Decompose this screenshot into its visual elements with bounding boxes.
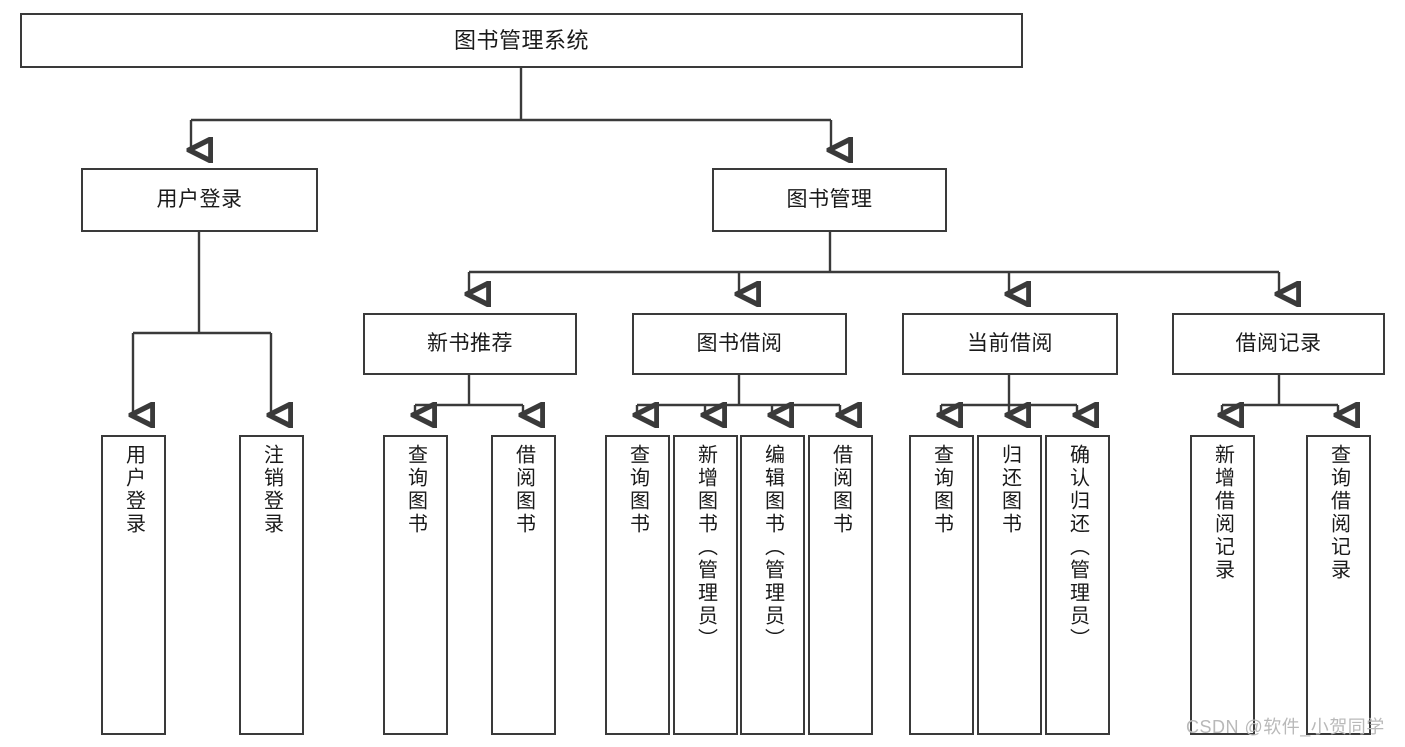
node-label: 借阅图书	[829, 444, 852, 536]
node-book-borrow[interactable]: 图书借阅	[632, 313, 847, 375]
node-borrow-record[interactable]: 借阅记录	[1172, 313, 1385, 375]
node-label: 查询图书	[626, 444, 649, 536]
node-label: 新增图书（管理员）	[694, 444, 717, 651]
node-user-login[interactable]: 用户登录	[81, 168, 318, 232]
node-leaf-query-book-3[interactable]: 查询图书	[909, 435, 974, 735]
node-label: 注销登录	[260, 444, 283, 536]
node-leaf-edit-book[interactable]: 编辑图书（管理员）	[740, 435, 805, 735]
node-leaf-confirm-return[interactable]: 确认归还（管理员）	[1045, 435, 1110, 735]
node-new-book-recommend[interactable]: 新书推荐	[363, 313, 577, 375]
node-leaf-add-record[interactable]: 新增借阅记录	[1190, 435, 1255, 735]
node-label: 图书管理系统	[453, 27, 589, 53]
node-label: 归还图书	[998, 444, 1021, 536]
node-leaf-query-book-1[interactable]: 查询图书	[383, 435, 448, 735]
node-root-system[interactable]: 图书管理系统	[20, 13, 1023, 68]
csdn-watermark: CSDN @软件_小贺同学	[1186, 717, 1385, 737]
node-label: 编辑图书（管理员）	[761, 444, 784, 651]
node-label: 新书推荐	[427, 331, 513, 355]
node-leaf-borrow-book-2[interactable]: 借阅图书	[808, 435, 873, 735]
node-label: 确认归还（管理员）	[1066, 444, 1089, 651]
node-leaf-borrow-book-1[interactable]: 借阅图书	[491, 435, 556, 735]
node-label: 借阅记录	[1235, 331, 1322, 355]
node-leaf-query-book-2[interactable]: 查询图书	[605, 435, 670, 735]
node-book-manage[interactable]: 图书管理	[712, 168, 947, 232]
node-label: 图书管理	[786, 187, 873, 211]
node-label: 新增借阅记录	[1211, 444, 1234, 582]
node-label: 当前借阅	[967, 331, 1053, 355]
node-label: 查询图书	[930, 444, 953, 536]
node-leaf-return-book[interactable]: 归还图书	[977, 435, 1042, 735]
node-leaf-query-record[interactable]: 查询借阅记录	[1306, 435, 1371, 735]
node-current-borrow[interactable]: 当前借阅	[902, 313, 1118, 375]
node-label: 借阅图书	[512, 444, 535, 536]
node-leaf-user-login[interactable]: 用户登录	[101, 435, 166, 735]
node-label: 查询借阅记录	[1327, 444, 1350, 582]
node-label: 用户登录	[122, 444, 145, 536]
node-label: 查询图书	[404, 444, 427, 536]
node-label: 用户登录	[156, 187, 243, 211]
node-leaf-user-logout[interactable]: 注销登录	[239, 435, 304, 735]
node-leaf-add-book[interactable]: 新增图书（管理员）	[673, 435, 738, 735]
node-label: 图书借阅	[696, 331, 783, 355]
